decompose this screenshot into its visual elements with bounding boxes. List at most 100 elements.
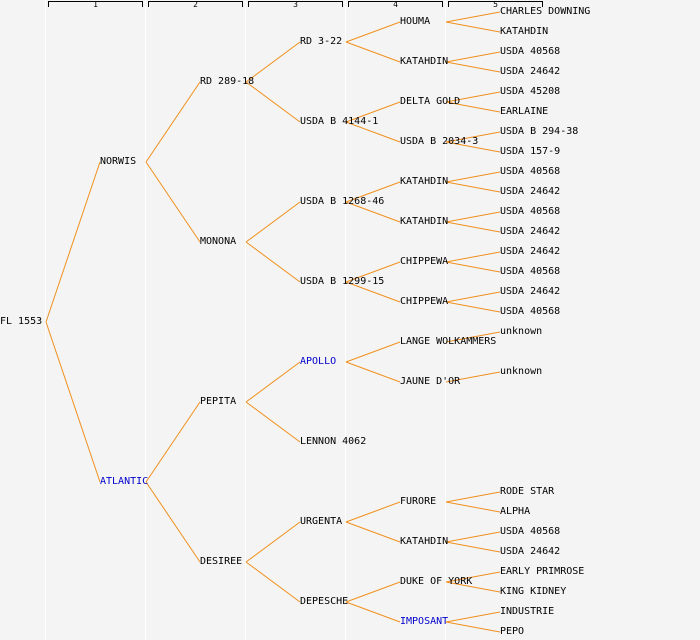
- pedigree-node-gen6[interactable]: PEPO: [500, 626, 525, 637]
- pedigree-node-gen2[interactable]: NORWIS: [100, 156, 137, 167]
- pedigree-node-gen6[interactable]: KATAHDIN: [500, 26, 549, 37]
- pedigree-node-gen5[interactable]: CHIPPEWA: [400, 296, 449, 307]
- pedigree-node-gen6[interactable]: unknown: [500, 366, 543, 377]
- pedigree-link-line: [445, 611, 501, 623]
- pedigree-node-gen6[interactable]: ALPHA: [500, 506, 531, 517]
- pedigree-link-line: [245, 81, 301, 123]
- pedigree-node-gen6[interactable]: USDA 24642: [500, 546, 561, 557]
- pedigree-node-gen5[interactable]: KATAHDIN: [400, 56, 449, 67]
- pedigree-node-gen5[interactable]: IMPOSANT: [400, 616, 449, 627]
- pedigree-node-gen6[interactable]: USDA 40568: [500, 306, 561, 317]
- pedigree-link-line: [445, 371, 501, 383]
- pedigree-node-gen6[interactable]: USDA 45208: [500, 86, 561, 97]
- pedigree-node-gen5[interactable]: KATAHDIN: [400, 216, 449, 227]
- pedigree-node-gen4[interactable]: APOLLO: [300, 356, 337, 367]
- pedigree-node-gen5[interactable]: LANGE WOLKAMMERS: [400, 336, 497, 347]
- pedigree-node-gen6[interactable]: CHARLES DOWNING: [500, 6, 591, 17]
- pedigree-node-gen6[interactable]: unknown: [500, 326, 543, 337]
- generation-header-bracket: [148, 1, 243, 7]
- column-divider: [145, 0, 146, 640]
- pedigree-link-line: [145, 401, 201, 483]
- pedigree-link-line: [145, 161, 201, 243]
- pedigree-node-gen6[interactable]: USDA 40568: [500, 46, 561, 57]
- pedigree-node-gen4[interactable]: USDA B 4144-1: [300, 116, 379, 127]
- pedigree-link-line: [445, 211, 501, 223]
- pedigree-link-line: [445, 221, 501, 233]
- pedigree-node-gen4[interactable]: DEPESCHE: [300, 596, 349, 607]
- pedigree-link-line: [345, 261, 401, 283]
- pedigree-node-gen6[interactable]: EARLAINE: [500, 106, 549, 117]
- pedigree-node-gen6[interactable]: KING KIDNEY: [500, 586, 567, 597]
- pedigree-node-gen6[interactable]: INDUSTRIE: [500, 606, 555, 617]
- pedigree-node-gen6[interactable]: USDA 24642: [500, 186, 561, 197]
- pedigree-node-gen6[interactable]: USDA 40568: [500, 206, 561, 217]
- pedigree-node-gen6[interactable]: RODE STAR: [500, 486, 555, 497]
- pedigree-link-line: [445, 541, 501, 553]
- pedigree-node-gen3[interactable]: DESIREE: [200, 556, 243, 567]
- pedigree-link-line: [445, 251, 501, 263]
- pedigree-node-gen6[interactable]: USDA 40568: [500, 166, 561, 177]
- pedigree-node-gen2[interactable]: ATLANTIC: [100, 476, 149, 487]
- column-divider: [345, 0, 346, 640]
- column-divider: [245, 0, 246, 640]
- pedigree-node-gen6[interactable]: USDA 40568: [500, 526, 561, 537]
- pedigree-node-gen5[interactable]: JAUNE D'OR: [400, 376, 461, 387]
- pedigree-node-gen4[interactable]: URGENTA: [300, 516, 343, 527]
- pedigree-link-line: [445, 331, 501, 343]
- pedigree-node-gen5[interactable]: HOUMA: [400, 16, 431, 27]
- generation-header-bracket: [48, 1, 143, 7]
- pedigree-node-gen3[interactable]: PEPITA: [200, 396, 237, 407]
- pedigree-link-line: [345, 181, 401, 203]
- generation-header-bracket: [248, 1, 343, 7]
- pedigree-link-line: [345, 601, 401, 623]
- pedigree-node-gen6[interactable]: USDA 24642: [500, 286, 561, 297]
- pedigree-link-line: [345, 21, 401, 43]
- pedigree-node-gen4[interactable]: USDA B 1299-15: [300, 276, 385, 287]
- generation-number: 1: [93, 0, 98, 9]
- generation-number: 3: [293, 0, 298, 9]
- pedigree-node-gen4[interactable]: LENNON 4062: [300, 436, 367, 447]
- generation-number: 4: [393, 0, 398, 9]
- pedigree-link-line: [345, 41, 401, 63]
- pedigree-link-line: [445, 571, 501, 583]
- pedigree-node-gen6[interactable]: USDA 157-9: [500, 146, 561, 157]
- pedigree-link-line: [345, 201, 401, 223]
- pedigree-link-line: [445, 261, 501, 273]
- pedigree-node-gen6[interactable]: EARLY PRIMROSE: [500, 566, 585, 577]
- pedigree-link-line: [345, 121, 401, 143]
- pedigree-node-gen5[interactable]: DELTA GOLD: [400, 96, 461, 107]
- pedigree-link-line: [345, 521, 401, 543]
- pedigree-link-line: [445, 101, 501, 113]
- pedigree-link-line: [345, 101, 401, 123]
- pedigree-node-gen6[interactable]: USDA 24642: [500, 226, 561, 237]
- pedigree-node-gen4[interactable]: RD 3-22: [300, 36, 343, 47]
- pedigree-link-line: [245, 361, 301, 403]
- pedigree-link-line: [345, 361, 401, 383]
- pedigree-link-line: [245, 41, 301, 83]
- pedigree-link-line: [445, 291, 501, 303]
- pedigree-node-gen5[interactable]: USDA B 2034-3: [400, 136, 479, 147]
- pedigree-link-line: [445, 51, 501, 63]
- pedigree-node-gen5[interactable]: DUKE OF YORK: [400, 576, 473, 587]
- column-divider: [45, 0, 46, 640]
- pedigree-node-gen1[interactable]: FL 1553: [0, 316, 43, 327]
- pedigree-node-gen3[interactable]: RD 289-18: [200, 76, 255, 87]
- pedigree-link-line: [45, 321, 101, 483]
- pedigree-link-line: [445, 581, 501, 593]
- pedigree-node-gen5[interactable]: FURORE: [400, 496, 437, 507]
- pedigree-node-gen5[interactable]: CHIPPEWA: [400, 256, 449, 267]
- pedigree-node-gen6[interactable]: USDA 24642: [500, 66, 561, 77]
- pedigree-node-gen6[interactable]: USDA 24642: [500, 246, 561, 257]
- pedigree-link-line: [245, 241, 301, 283]
- generation-header-bracket: [448, 1, 543, 7]
- pedigree-node-gen6[interactable]: USDA 40568: [500, 266, 561, 277]
- pedigree-node-gen3[interactable]: MONONA: [200, 236, 237, 247]
- pedigree-node-gen5[interactable]: KATAHDIN: [400, 536, 449, 547]
- pedigree-link-line: [445, 621, 501, 633]
- pedigree-node-gen5[interactable]: KATAHDIN: [400, 176, 449, 187]
- pedigree-link-line: [445, 171, 501, 183]
- pedigree-link-line: [145, 81, 201, 163]
- pedigree-link-line: [445, 181, 501, 193]
- pedigree-node-gen6[interactable]: USDA B 294-38: [500, 126, 579, 137]
- pedigree-node-gen4[interactable]: USDA B 1268-46: [300, 196, 385, 207]
